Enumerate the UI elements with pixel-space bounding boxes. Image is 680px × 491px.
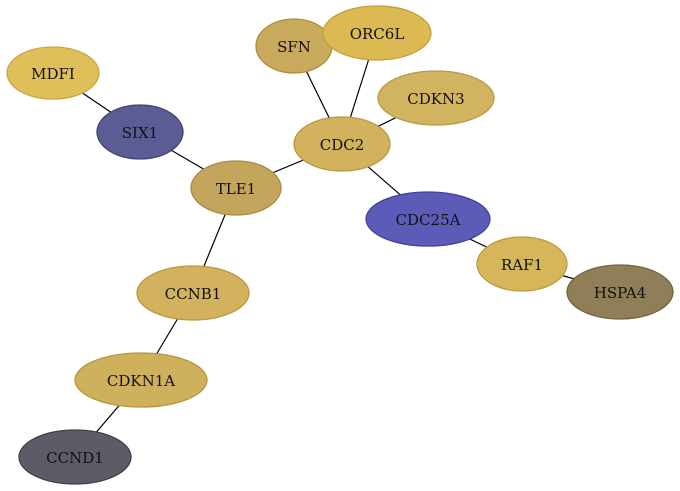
- node-six1[interactable]: SIX1: [96, 104, 184, 160]
- node-cdkn1a[interactable]: CDKN1A: [74, 352, 208, 408]
- node-label-ccnd1: CCND1: [46, 449, 104, 467]
- node-label-raf1: RAF1: [501, 256, 543, 274]
- node-shape-hspa4[interactable]: [566, 264, 674, 320]
- node-shape-ccnd1[interactable]: [18, 429, 132, 485]
- node-mdfi[interactable]: MDFI: [6, 46, 100, 100]
- node-shape-cdkn3[interactable]: [377, 70, 495, 126]
- node-shape-cdc25a[interactable]: [365, 191, 491, 247]
- node-tle1[interactable]: TLE1: [190, 160, 282, 216]
- node-shape-orc6l[interactable]: [322, 5, 432, 61]
- node-shape-raf1[interactable]: [476, 236, 568, 292]
- node-label-mdfi: MDFI: [31, 65, 75, 83]
- node-cdc2[interactable]: CDC2: [293, 116, 391, 172]
- node-shape-ccnb1[interactable]: [136, 265, 250, 321]
- node-label-sfn: SFN: [277, 38, 311, 56]
- node-label-orc6l: ORC6L: [350, 25, 405, 43]
- node-label-cdc25a: CDC25A: [396, 211, 461, 229]
- node-shape-tle1[interactable]: [190, 160, 282, 216]
- node-shape-mdfi[interactable]: [6, 46, 100, 100]
- node-hspa4[interactable]: HSPA4: [566, 264, 674, 320]
- node-cdc25a[interactable]: CDC25A: [365, 191, 491, 247]
- node-label-cdkn1a: CDKN1A: [107, 372, 175, 390]
- node-ccnb1[interactable]: CCNB1: [136, 265, 250, 321]
- node-label-tle1: TLE1: [216, 180, 256, 198]
- node-cdkn3[interactable]: CDKN3: [377, 70, 495, 126]
- node-ccnd1[interactable]: CCND1: [18, 429, 132, 485]
- node-label-hspa4: HSPA4: [594, 284, 646, 302]
- node-label-six1: SIX1: [122, 124, 158, 142]
- node-shape-cdc2[interactable]: [293, 116, 391, 172]
- node-label-cdc2: CDC2: [320, 136, 365, 154]
- node-label-cdkn3: CDKN3: [407, 90, 464, 108]
- node-shape-six1[interactable]: [96, 104, 184, 160]
- node-raf1[interactable]: RAF1: [476, 236, 568, 292]
- node-sfn[interactable]: SFN: [255, 18, 333, 74]
- node-label-ccnb1: CCNB1: [165, 285, 222, 303]
- node-orc6l[interactable]: ORC6L: [322, 5, 432, 61]
- node-shape-cdkn1a[interactable]: [74, 352, 208, 408]
